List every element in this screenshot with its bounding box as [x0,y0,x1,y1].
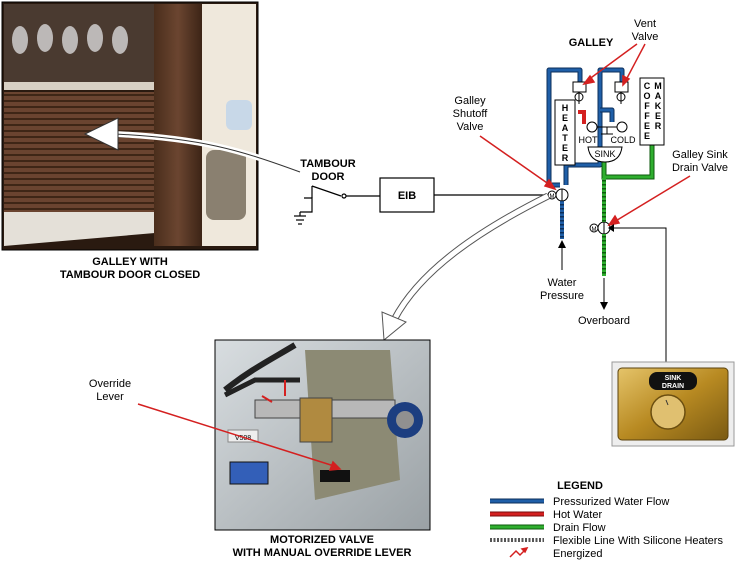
coffee-letter: O [643,91,650,101]
legend-item-label: Energized [553,548,603,560]
sink-drain-panel [611,361,735,447]
legend-item-label: Pressurized Water Flow [553,496,669,508]
maker-letter: K [655,101,662,111]
heater-letter: R [562,153,569,163]
galley-photo [1,1,302,251]
galley-caption-line1: GALLEY WITH [92,256,168,268]
shutoff-label-line2: Shutoff [453,108,489,120]
eib-box [379,177,435,213]
shutoff-motor-symbol: M [550,194,555,200]
override-lever-label-line1: Override [89,378,131,390]
sink-label: SINK [594,149,615,159]
legend-title: LEGEND [557,480,603,492]
maker-letter: M [654,81,662,91]
legend-swatch-energized [509,546,529,558]
maker-letter: E [655,111,661,121]
override-leader [137,403,342,471]
ground-icon [294,215,306,225]
heater-letter: A [562,123,569,133]
drain-valve-label-line2: Drain Valve [672,162,728,174]
sink-basin [587,146,623,163]
vent-valve-leader [582,43,646,87]
galley-caption-line2: TAMBOUR DOOR CLOSED [60,269,200,281]
coffee-letter: F [644,111,650,121]
legend-item-label: Flexible Line With Silicone Heaters [553,535,723,547]
faucets [586,121,628,135]
coffee-letter: C [644,81,651,91]
vent-valve-right [614,81,629,104]
heater-letter: E [562,143,568,153]
heater-box [554,99,576,166]
shutoff-label-line1: Galley [454,95,486,107]
maker-letter: R [655,121,662,131]
coffee-maker-box [639,77,665,146]
panel-control-line [612,227,667,362]
shutoff-label-line3: Valve [457,121,484,133]
sink-drain-button-line1: SINK [665,375,682,382]
valve-callout-arrow [381,192,550,341]
supply-flex-line [560,201,564,239]
tambour-door-switch [299,185,380,216]
valve-tag: V508 [235,435,251,442]
coffee-letter: E [644,131,650,141]
tambour-door-label-line2: DOOR [312,171,345,183]
legend-item-label: Hot Water [553,509,602,521]
drain-lines [601,145,655,180]
tambour-door-label-line1: TAMBOUR [300,158,355,170]
drain-valve-label-line1: Galley Sink [672,149,728,161]
galley-shutoff-valve [547,188,569,202]
water-pressure-label-line2: Pressure [540,290,584,302]
heater-letter: H [562,103,569,113]
drain-valve-leader [607,175,691,227]
drain-flex-line-upper [602,178,606,222]
overboard-label: Overboard [578,315,630,327]
heater-letter: E [562,113,568,123]
vent-valve-label-line2: Valve [632,31,659,43]
valve-caption-line1: MOTORIZED VALVE [270,534,374,546]
motorized-valve-photo [214,339,431,531]
coffee-letter: F [644,101,650,111]
valve-caption-line2: WITH MANUAL OVERRIDE LEVER [233,547,412,559]
galley-title: GALLEY [569,37,614,49]
vent-valve-label-line1: Vent [634,18,656,30]
water-pressure-label-line1: Water [548,277,577,289]
overboard-arrow [600,278,608,310]
heater-letter: T [562,133,568,143]
hot-label: HOT [579,135,599,145]
override-lever-label-line2: Lever [96,391,124,403]
drain-motor-symbol: M [592,227,597,233]
drain-flex-line-lower [602,234,606,276]
galley-sink-drain-valve [589,221,611,235]
maker-letter: A [655,91,662,101]
legend-item-label: Drain Flow [553,522,606,534]
vent-valve-left [572,81,587,104]
coffee-letter: E [644,121,650,131]
cold-label: COLD [610,135,636,145]
eib-label: EIB [398,190,416,202]
shutoff-leader [479,135,557,191]
water-pressure-arrow [558,240,566,270]
sink-drain-button-line2: DRAIN [662,383,684,390]
hot-water-line [578,110,586,124]
